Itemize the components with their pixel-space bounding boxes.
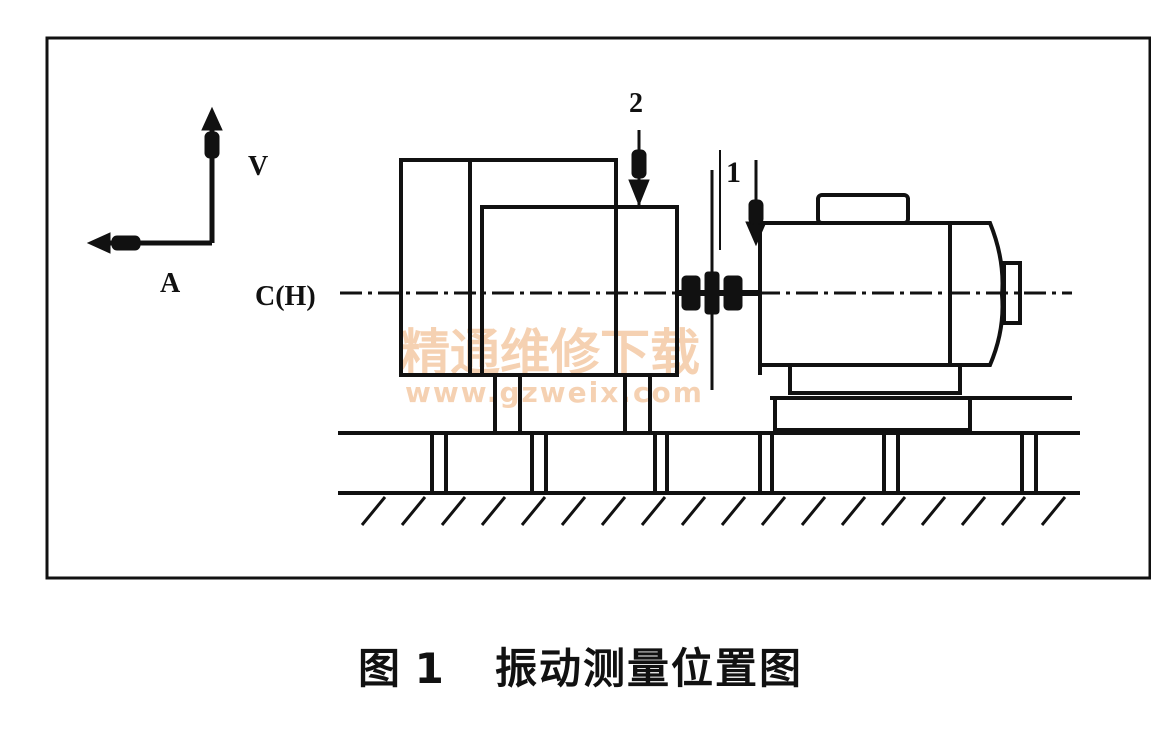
point-2-label: 2 xyxy=(629,88,643,119)
vertical-axis-label: V xyxy=(248,151,268,182)
left-arrow-icon xyxy=(86,232,111,254)
diagram-frame xyxy=(45,36,1151,580)
figure-number: 图 1 xyxy=(358,644,444,693)
point-1-label: 1 xyxy=(726,156,741,189)
motor xyxy=(758,193,1022,375)
base-frame xyxy=(338,363,1080,495)
direction-indicator xyxy=(86,106,223,254)
down-arrow-icon xyxy=(628,179,650,207)
ground-hatch xyxy=(360,496,1067,526)
watermark-title: 精通维修下载 xyxy=(400,324,700,382)
figure-title: 振动测量位置图 xyxy=(495,644,803,693)
axial-axis-label: A xyxy=(160,268,181,299)
down-arrow-icon xyxy=(745,221,767,247)
horizontal-axis-label: C(H) xyxy=(255,281,316,312)
up-arrow-icon xyxy=(201,106,223,131)
measurement-point-2 xyxy=(628,130,650,207)
measurement-point-1 xyxy=(745,160,767,247)
watermark-url: www.gzweix.com xyxy=(405,376,704,409)
